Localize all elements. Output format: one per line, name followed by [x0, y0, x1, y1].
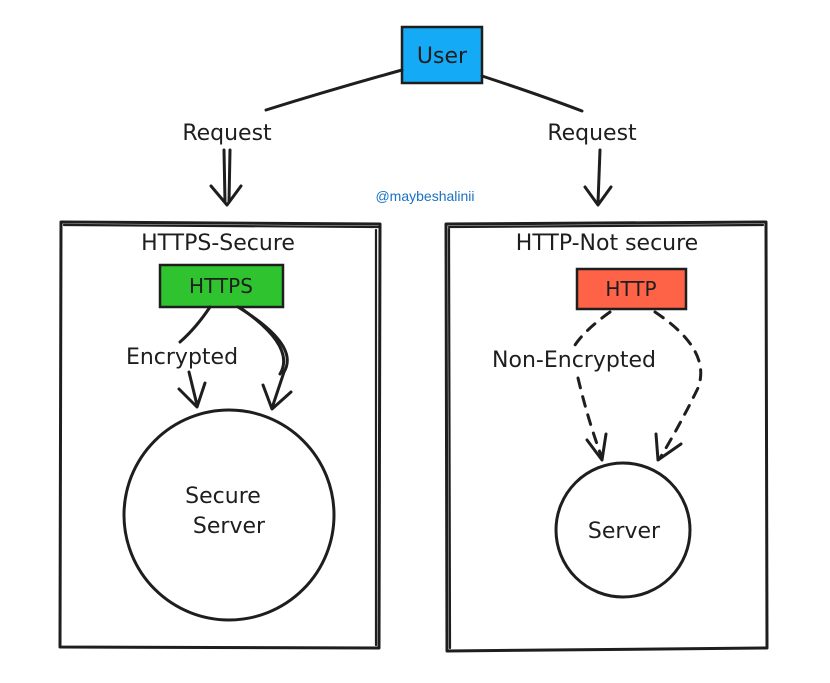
http-label: HTTP: [605, 277, 656, 301]
user-node[interactable]: User: [400, 25, 484, 85]
http-box[interactable]: HTTP: [575, 267, 688, 311]
https-panel-frame: [58, 220, 382, 650]
https-box-rect: [158, 263, 285, 309]
https-secure-panel: HTTPS-Secure HTTPS Encrypted Secure Serv…: [58, 220, 382, 650]
http-left-dashed-line: [573, 310, 612, 347]
server-circle: [554, 461, 692, 599]
user-to-right-request-line: [480, 74, 584, 113]
right-request-arrow: [583, 148, 613, 207]
secure-server-node[interactable]: Secure Server: [122, 408, 336, 622]
user-box: [400, 25, 484, 85]
left-request-label: Request: [182, 121, 272, 146]
user-to-left-request-line: [264, 68, 404, 112]
secure-server-circle: [122, 408, 336, 622]
watermark: @maybeshalinii: [375, 188, 474, 204]
non-encrypted-label: Non-Encrypted: [492, 348, 656, 373]
right-request-label: Request: [547, 121, 637, 146]
server-node[interactable]: Server: [554, 461, 692, 599]
encrypted-arrow: [177, 370, 207, 409]
https-label: HTTPS: [189, 274, 253, 298]
https-right-arrow: [236, 305, 293, 411]
server-label: Server: [588, 519, 661, 544]
http-box-rect: [575, 267, 688, 311]
http-not-secure-panel: HTTP-Not secure HTTP Non-Encrypted Serve…: [444, 220, 769, 653]
user-label: User: [417, 44, 468, 69]
http-right-dashed-arrow: [653, 310, 703, 462]
encrypted-label: Encrypted: [126, 345, 238, 370]
secure-server-label-line2: Server: [193, 514, 266, 539]
https-left-line: [178, 305, 212, 344]
https-box[interactable]: HTTPS: [158, 263, 285, 309]
secure-server-label-line1: Secure: [185, 484, 261, 509]
left-request-arrow: [209, 148, 243, 207]
https-panel-title: HTTPS-Secure: [141, 231, 295, 256]
http-panel-frame: [444, 220, 769, 653]
http-panel-title: HTTP-Not secure: [516, 231, 698, 256]
non-encrypted-arrow: [576, 376, 608, 462]
